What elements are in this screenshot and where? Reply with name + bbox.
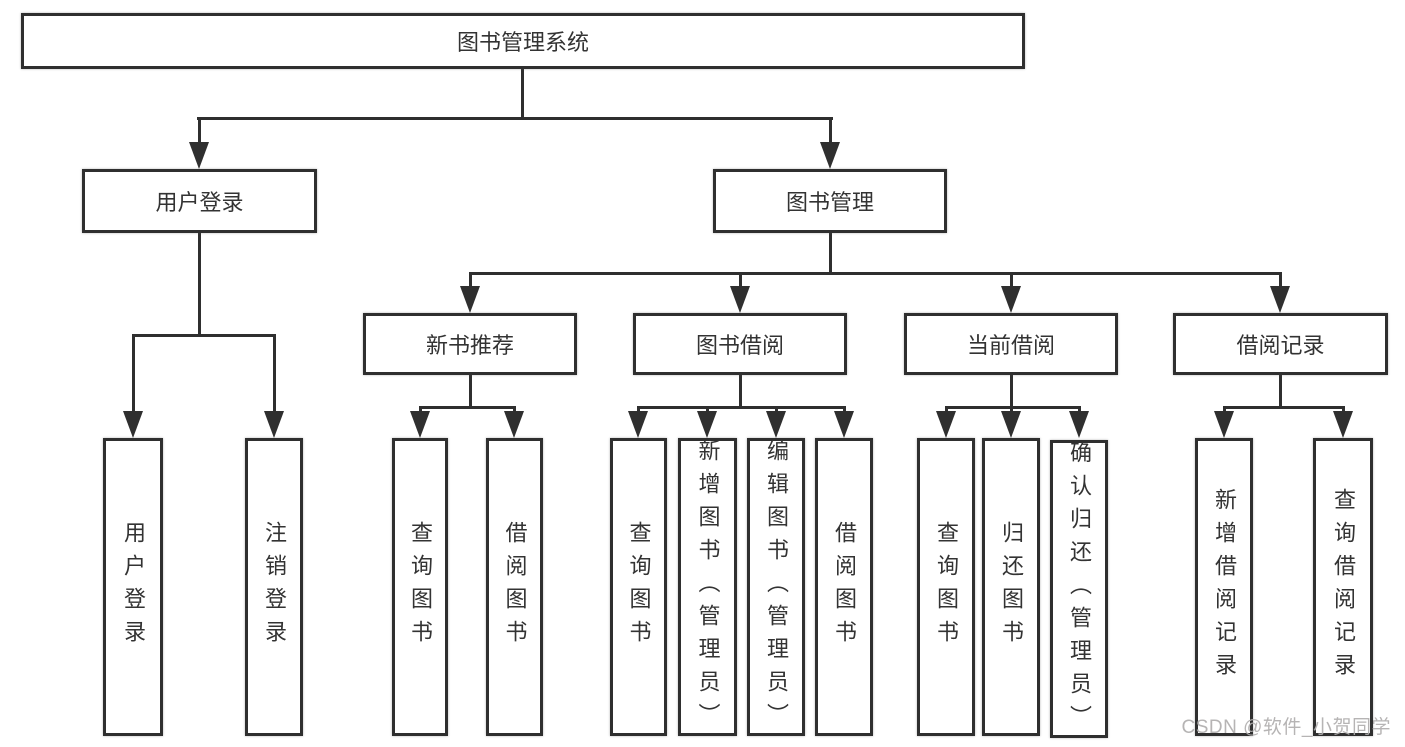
arrow-down-icon (410, 411, 430, 438)
arrow-down-icon (264, 411, 284, 438)
edge-level2-rail (197, 117, 833, 120)
leaf-logout: 注销登录 (245, 438, 303, 736)
edge-leaf-drop (843, 406, 846, 414)
edge-user-login-stem (198, 233, 201, 337)
node-borrow-records: 借阅记录 (1173, 313, 1388, 375)
arrow-down-icon (936, 411, 956, 438)
node-label: 当前借阅 (966, 333, 1055, 358)
edge-level3-drop (1010, 272, 1013, 290)
node-label: 图书管理系统 (456, 30, 589, 55)
arrow-down-icon (1214, 411, 1234, 438)
arrow-down-icon (1001, 286, 1021, 313)
arrow-down-icon (820, 142, 840, 169)
arrow-down-icon (123, 411, 143, 438)
edge-level3-rail (469, 272, 1282, 275)
node-label: 用户登录 (155, 190, 244, 215)
arrow-down-icon (834, 411, 854, 438)
arrow-down-icon (697, 411, 717, 438)
leaf-query-borrow-record: 查询借阅记录 (1313, 438, 1373, 736)
arrow-down-icon (1270, 286, 1290, 313)
arrow-down-icon (766, 411, 786, 438)
edge-borrow-records-stem (1279, 375, 1282, 409)
arrow-down-icon (730, 286, 750, 313)
node-new-book-recommend: 新书推荐 (363, 313, 577, 375)
edge-leaf-drop (1223, 406, 1226, 414)
leaf-borrow-books-2: 借阅图书 (815, 438, 873, 736)
edge-leaf-drop (945, 406, 948, 414)
node-label: 确认归还（管理员） (1067, 440, 1092, 738)
edge-leaf-drop (132, 334, 135, 414)
node-label: 借阅记录 (1236, 333, 1325, 358)
node-root: 图书管理系统 (21, 13, 1025, 69)
node-label: 查询图书 (408, 521, 433, 653)
edge-user-login-drop (198, 117, 201, 147)
node-label: 编辑图书（管理员） (764, 438, 789, 736)
edge-leaf-drop (1010, 406, 1013, 414)
edge-new-book-stem (469, 375, 472, 409)
arrow-down-icon (628, 411, 648, 438)
leaf-return-books: 归还图书 (982, 438, 1040, 736)
leaf-borrow-books-1: 借阅图书 (486, 438, 543, 736)
node-label: 借阅图书 (502, 521, 528, 653)
edge-leaf-drop (1342, 406, 1345, 414)
edge-book-borrow-rail (637, 406, 846, 409)
edge-level3-drop (739, 272, 742, 290)
edge-book-borrow-stem (739, 375, 742, 409)
arrow-down-icon (1069, 411, 1089, 438)
node-label: 查询图书 (934, 521, 959, 653)
edge-level3-drop (469, 272, 472, 290)
edge-leaf-drop (706, 406, 709, 414)
node-book-management: 图书管理 (713, 169, 947, 233)
node-label: 归还图书 (999, 521, 1024, 653)
edge-leaf-drop (419, 406, 422, 414)
node-current-borrow: 当前借阅 (904, 313, 1118, 375)
edge-borrow-records-rail (1223, 406, 1344, 409)
arrow-down-icon (1333, 411, 1353, 438)
leaf-edit-book-admin: 编辑图书（管理员） (747, 438, 805, 736)
leaf-query-books-3: 查询图书 (917, 438, 975, 736)
node-label: 注销登录 (262, 521, 287, 653)
arrow-down-icon (1001, 411, 1021, 438)
edge-book-mgmt-stem (829, 233, 832, 275)
leaf-user-login: 用户登录 (103, 438, 163, 736)
edge-new-book-rail (419, 406, 516, 409)
edge-root-stem (521, 69, 524, 120)
node-label: 新书推荐 (425, 333, 514, 358)
node-book-borrow: 图书借阅 (633, 313, 847, 375)
arrow-down-icon (504, 411, 524, 438)
edge-book-mgmt-drop (829, 117, 832, 147)
edge-current-borrow-stem (1010, 375, 1013, 409)
node-user-login: 用户登录 (82, 169, 317, 233)
leaf-add-borrow-record: 新增借阅记录 (1195, 438, 1253, 736)
edge-leaf-drop (273, 334, 276, 414)
leaf-query-books-1: 查询图书 (392, 438, 448, 736)
node-label: 图书借阅 (695, 333, 784, 358)
node-label: 用户登录 (121, 521, 146, 653)
arrow-down-icon (460, 286, 480, 313)
edge-user-login-rail (132, 334, 275, 337)
edge-leaf-drop (637, 406, 640, 414)
node-label: 查询借阅记录 (1331, 488, 1356, 686)
edge-leaf-drop (513, 406, 516, 414)
node-label: 新增借阅记录 (1212, 488, 1237, 686)
node-label: 查询图书 (626, 521, 652, 653)
node-label: 图书管理 (785, 190, 874, 215)
edge-leaf-drop (775, 406, 778, 414)
arrow-down-icon (189, 142, 209, 169)
node-label: 借阅图书 (832, 521, 857, 653)
node-label: 新增图书（管理员） (695, 438, 721, 736)
edge-leaf-drop (1078, 406, 1081, 414)
edge-level3-drop (1279, 272, 1282, 290)
csdn-watermark: CSDN @软件_小贺同学 (1181, 717, 1391, 738)
leaf-query-books-2: 查询图书 (610, 438, 667, 736)
leaf-add-book-admin: 新增图书（管理员） (678, 438, 737, 736)
leaf-confirm-return-admin: 确认归还（管理员） (1050, 440, 1108, 738)
